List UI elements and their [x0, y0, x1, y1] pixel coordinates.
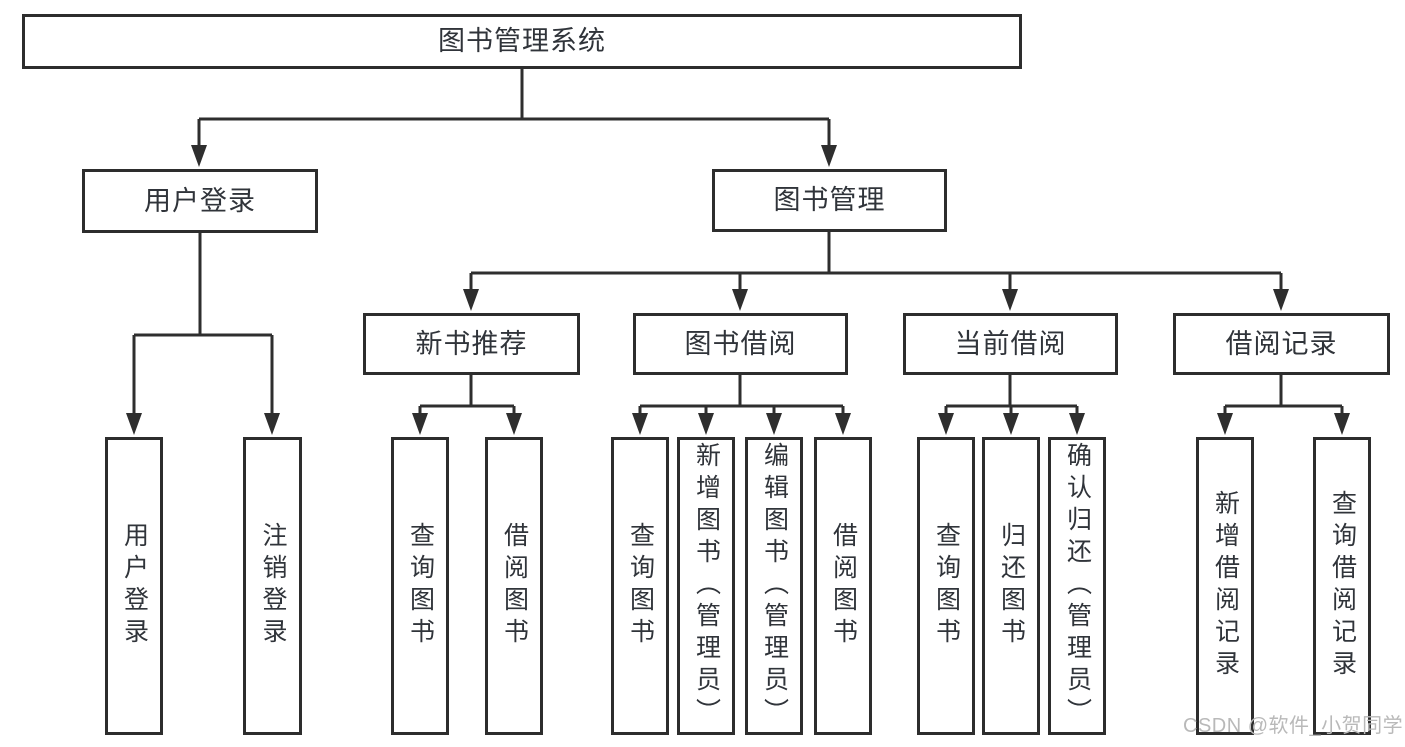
node-root: 图书管理系统	[22, 14, 1022, 69]
leaf-query-books-borrow: 查询图书	[611, 437, 669, 735]
node-borrow-records: 借阅记录	[1173, 313, 1390, 375]
watermark: CSDN @软件_小贺同学	[1183, 715, 1404, 737]
leaf-query-borrow-record: 查询借阅记录	[1313, 437, 1371, 735]
node-new-book-recommend: 新书推荐	[363, 313, 580, 375]
leaf-user-login: 用户登录	[105, 437, 163, 735]
leaf-add-books-admin: 新增图书（管理员）	[677, 437, 735, 735]
node-book-borrow: 图书借阅	[633, 313, 848, 375]
node-book-mgmt: 图书管理	[712, 169, 947, 232]
leaf-logout: 注销登录	[243, 437, 302, 735]
leaf-borrow-books-recommend: 借阅图书	[485, 437, 543, 735]
leaf-add-borrow-record: 新增借阅记录	[1196, 437, 1254, 735]
leaf-edit-books-admin: 编辑图书（管理员）	[745, 437, 803, 735]
leaf-return-books: 归还图书	[982, 437, 1040, 735]
leaf-query-books-recommend: 查询图书	[391, 437, 449, 735]
leaf-borrow-books: 借阅图书	[814, 437, 872, 735]
node-user-login: 用户登录	[82, 169, 318, 233]
node-current-borrow: 当前借阅	[903, 313, 1118, 375]
leaf-query-books-current: 查询图书	[917, 437, 975, 735]
leaf-confirm-return-admin: 确认归还（管理员）	[1048, 437, 1106, 735]
